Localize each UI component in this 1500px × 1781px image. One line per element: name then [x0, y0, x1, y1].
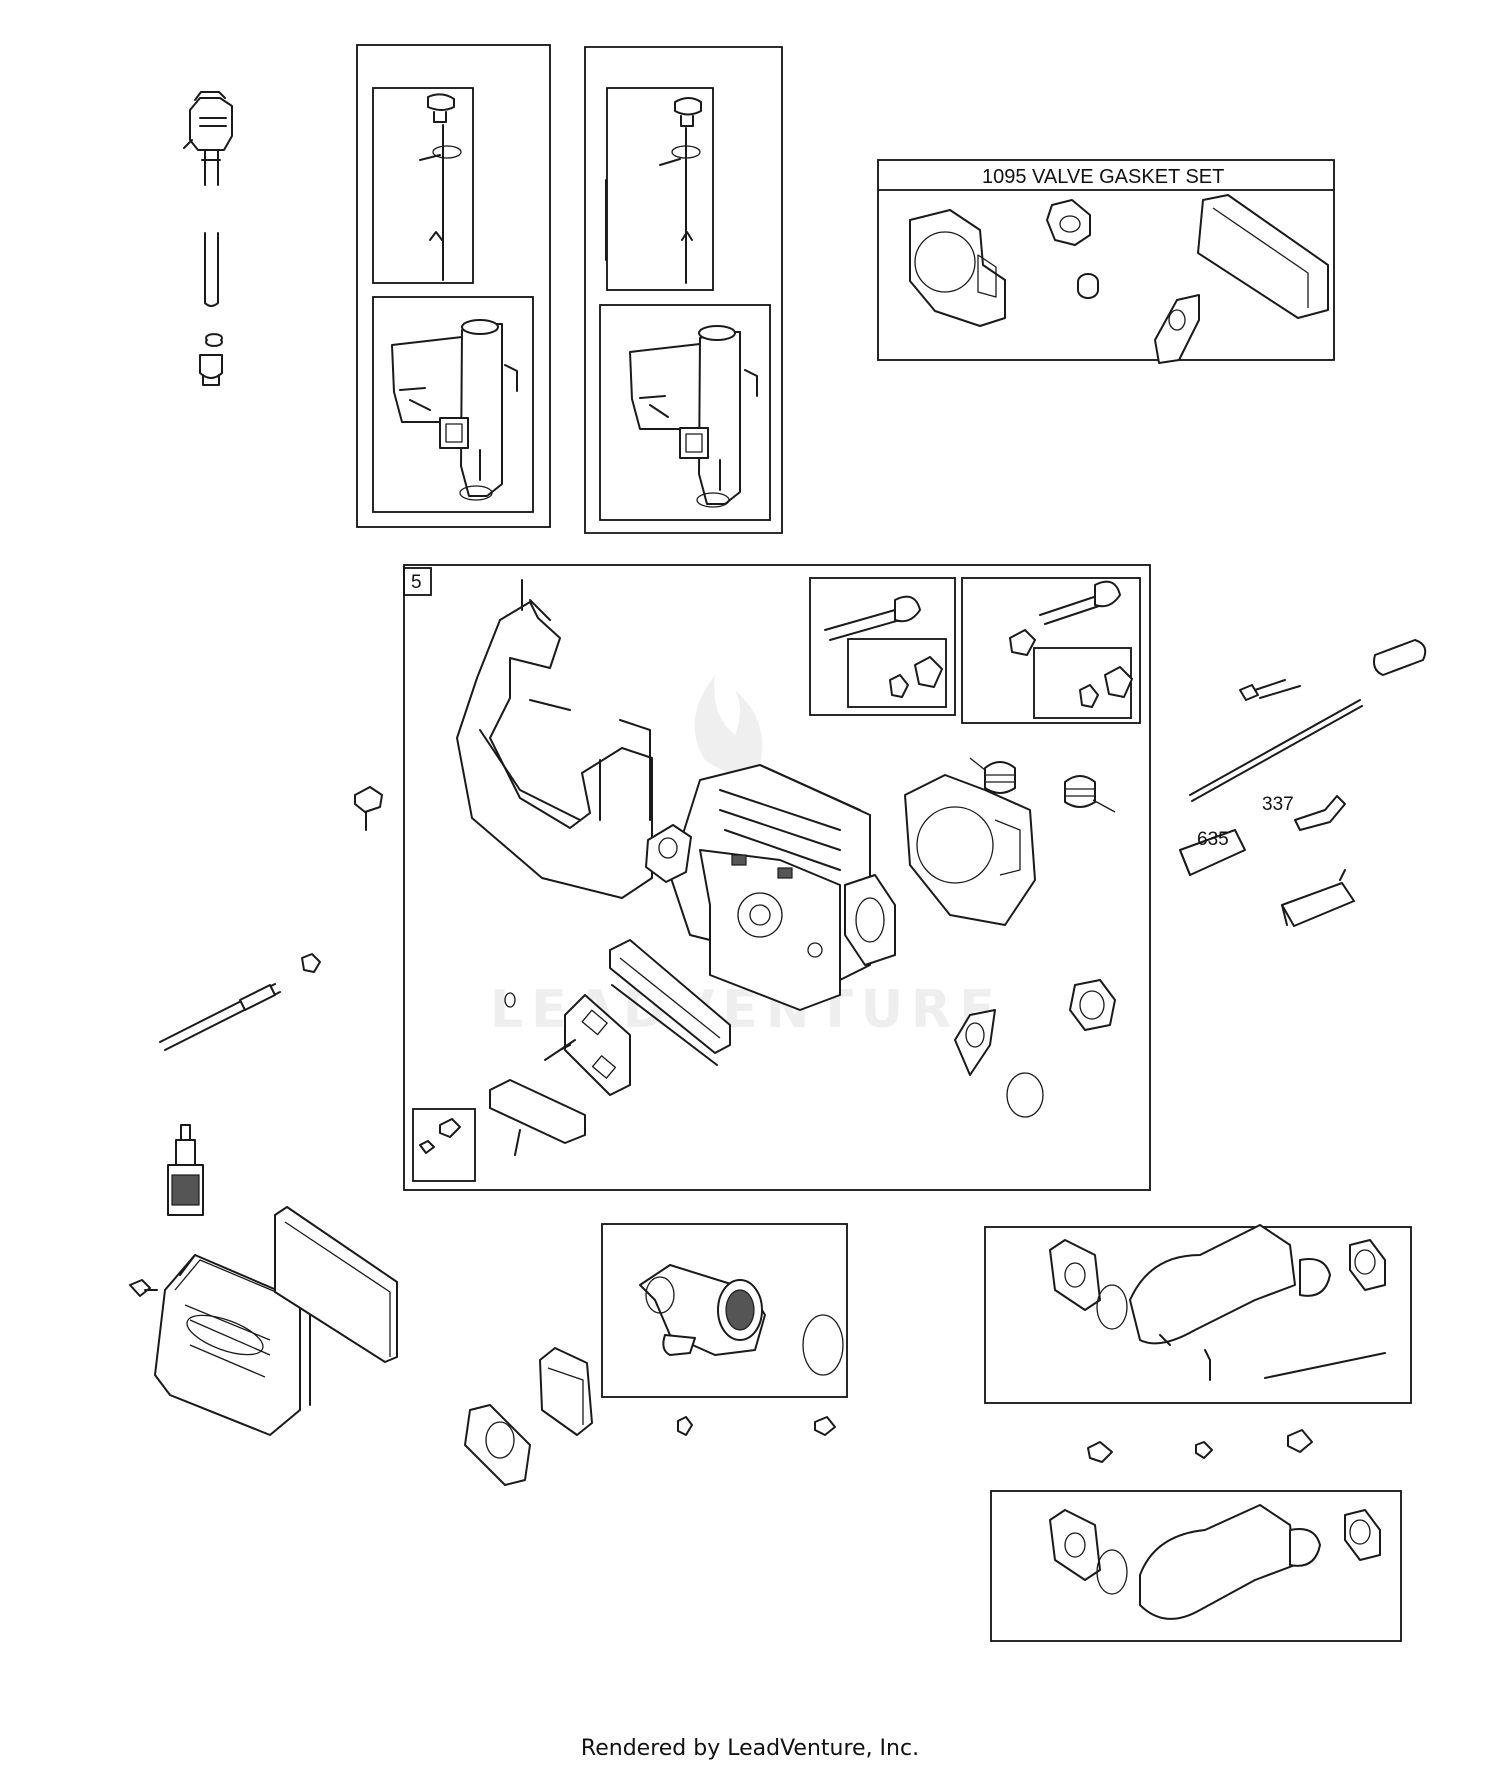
- cylinder-shroud[interactable]: [456, 579, 653, 899]
- oil-fill-housing-2[interactable]: [629, 325, 758, 508]
- intake-elbow-box: [601, 1223, 848, 1398]
- valve-cover-screw[interactable]: [129, 1279, 158, 1297]
- rocker-arm[interactable]: [419, 1039, 586, 1156]
- spark-plug-boot[interactable]: 635: [1179, 829, 1246, 876]
- cylinder-head-kit-label: 5: [411, 572, 422, 593]
- valve-cover[interactable]: [154, 1254, 311, 1436]
- dipstick-2[interactable]: [605, 97, 702, 284]
- dipstick-kit-frame-1: [356, 44, 551, 528]
- cylinder-head[interactable]: [669, 764, 896, 1011]
- dipstick-kit-frame-2: [584, 46, 783, 534]
- part-635-label: 635: [1197, 829, 1229, 850]
- valve-cover-gasket-inner[interactable]: [609, 939, 731, 1066]
- valve-gasket-set-parts[interactable]: [909, 194, 1329, 364]
- valve-keepers[interactable]: [889, 656, 1133, 708]
- oil-fill-tube-assembly[interactable]: [183, 91, 233, 386]
- exhaust-manifold-box-2: [990, 1490, 1402, 1642]
- exhaust-manifold-2[interactable]: [1049, 1504, 1381, 1620]
- breather-plate[interactable]: [564, 994, 631, 1096]
- exhaust-gaskets-in-kit[interactable]: [504, 979, 1116, 1118]
- ignition-coil-lead[interactable]: [1281, 869, 1355, 927]
- valve-gasket-set-label: 1095 VALVE GASKET SET: [982, 166, 1224, 188]
- intake-elbow[interactable]: [639, 1264, 844, 1376]
- footer-credit: Rendered by LeadVenture, Inc.: [580, 1736, 920, 1761]
- exhaust-manifold-1[interactable]: [1049, 1224, 1386, 1381]
- head-gasket[interactable]: [904, 774, 1036, 926]
- dipstick-1[interactable]: [419, 93, 462, 281]
- exhaust-manifold-box-1: [984, 1226, 1412, 1404]
- valve-cover-gasket[interactable]: [274, 1206, 398, 1363]
- part-337-label: 337: [1262, 794, 1294, 815]
- intake-gasket-small[interactable]: [645, 824, 692, 883]
- oil-fill-housing-1[interactable]: [391, 319, 518, 501]
- valve-springs[interactable]: [969, 757, 1116, 813]
- exhaust-hardware[interactable]: [1087, 1429, 1313, 1463]
- valves-in-kit[interactable]: [824, 580, 1121, 656]
- sealant-tube[interactable]: [167, 1124, 204, 1216]
- spark-plug[interactable]: 337: [1262, 794, 1346, 831]
- intake-gaskets-loose[interactable]: [464, 1347, 836, 1486]
- valve-gasket-set-box: 1095 VALVE GASKET SET: [877, 159, 1335, 361]
- pushrod-assembly[interactable]: [1189, 639, 1427, 802]
- valve-cover-bolt[interactable]: [354, 786, 383, 831]
- pushrod-guide-stud[interactable]: [159, 953, 321, 1051]
